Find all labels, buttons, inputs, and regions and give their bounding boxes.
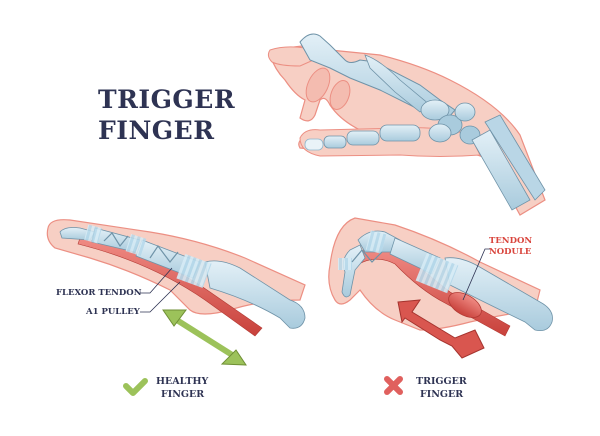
healthy-finger-illustration <box>46 219 306 366</box>
title-line-2: FINGER <box>98 116 215 145</box>
healthy-legend-line-1: HEALTHY <box>156 376 209 387</box>
trigger-motion-arrow <box>397 299 485 359</box>
title-line-1: TRIGGER <box>98 85 236 114</box>
a1-pulley-label: A1 PULLEY <box>86 307 140 317</box>
healthy-motion-arrow <box>162 309 247 366</box>
check-icon <box>123 378 148 396</box>
healthy-legend-line-2: FINGER <box>161 389 205 400</box>
x-icon <box>384 376 403 395</box>
healthy-finger-legend: HEALTHY FINGER <box>156 375 208 401</box>
trigger-finger-legend: TRIGGER FINGER <box>416 375 467 401</box>
flexor-tendon-label: FLEXOR TENDON <box>56 288 142 298</box>
trigger-finger-illustration-right <box>328 217 553 359</box>
hand-skeleton-illustration <box>267 33 546 216</box>
trigger-legend-line-1: TRIGGER <box>416 376 467 387</box>
tendon-nodule-line-1: TENDON <box>489 236 533 246</box>
tendon-nodule-label: TENDON NODULE <box>489 236 532 258</box>
page-title: TRIGGER FINGER <box>98 84 235 146</box>
tendon-nodule-line-2: NODULE <box>489 247 532 257</box>
trigger-legend-line-2: FINGER <box>420 389 464 400</box>
